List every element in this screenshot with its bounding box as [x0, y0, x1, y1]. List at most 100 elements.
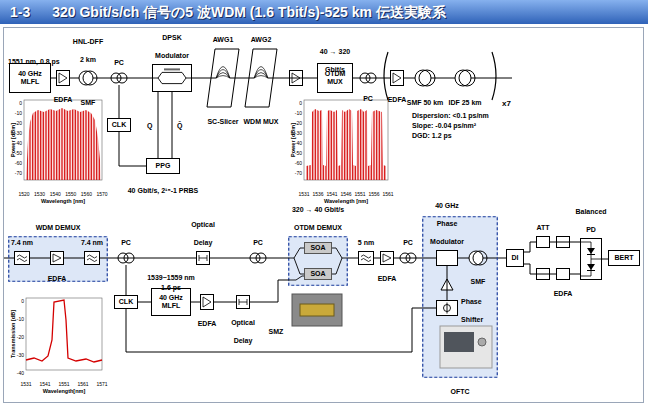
spectrum-plot: [24, 100, 102, 180]
device-photo: [292, 294, 342, 326]
shape-outline: [414, 67, 436, 89]
fiber-link: [138, 302, 151, 303]
component-label: SC-Slicer: [207, 118, 238, 125]
fiber-coil: SMF: [468, 248, 488, 268]
label-holder: -70: [15, 161, 22, 179]
component-label: AWG2: [251, 36, 272, 43]
component-box: 40 GHz MLFL: [151, 288, 191, 316]
label-holder: 1541: [39, 372, 50, 390]
fiber-link: [524, 264, 556, 274]
label-holder: 1531: [20, 372, 31, 390]
filter-chart: [26, 300, 102, 362]
fiber-link: [64, 258, 84, 259]
fiber-link: [100, 258, 118, 259]
awg-block: AWG1SC-Slicer: [206, 48, 240, 108]
optical-filter: 7.4 nm: [14, 251, 30, 265]
component-label: Optical Delay: [231, 319, 255, 344]
optical-filter: 7.4 nm: [84, 251, 100, 265]
component-label: EDFA: [554, 290, 573, 297]
label-holder: SMF: [471, 270, 486, 288]
component-box: ATT: [536, 236, 550, 248]
label-holder: AWG2: [251, 28, 272, 46]
annotation: Wavelength [nm]: [41, 198, 85, 204]
axis-tick: -50: [295, 150, 302, 156]
edfa-symbol: EDFA: [390, 70, 404, 86]
label-holder: PC: [363, 87, 373, 105]
axis-tick: 1530: [34, 191, 45, 197]
fiber-link: [128, 78, 152, 79]
label-holder: Wavelength [nm]: [324, 189, 368, 207]
shape-outline: [468, 248, 488, 268]
fiber-link: [348, 258, 358, 259]
annotation: 1539~1559 nm: [147, 274, 195, 281]
fiber-link: [266, 258, 288, 259]
label-holder: Q: [146, 114, 153, 132]
label-holder: Transmission [dB]: [1, 310, 19, 358]
component-label: EDFA: [54, 96, 73, 103]
component-label: Optical Delay: [191, 221, 215, 246]
component-label: Balanced PD: [575, 208, 606, 233]
axis-tick: 1551: [354, 191, 365, 197]
label-holder: 1551: [354, 182, 365, 200]
filter-chart: [26, 298, 102, 370]
spectrum-plot: [304, 100, 388, 180]
axis-tick: -30: [17, 352, 24, 358]
annotation: Wavelength [nm]: [324, 198, 368, 204]
fiber-link: [374, 258, 380, 259]
axis-tick: 1561: [77, 381, 88, 387]
label-holder: 1.6 ps: [161, 276, 181, 294]
label-holder: 1551 nm, 0.8 ps: [8, 50, 60, 68]
label-holder: -10: [15, 101, 22, 119]
shape-outline: [14, 251, 30, 265]
device-photo: [300, 304, 334, 316]
label-holder: -30: [15, 121, 22, 139]
fiber-coil: IDF 25 km: [454, 67, 476, 89]
spectrum-plot: [26, 108, 101, 180]
shape-outline: [250, 251, 266, 265]
fiber-link: [570, 274, 580, 275]
fiber-link: [524, 242, 536, 252]
axis-tick: 1520: [18, 191, 29, 197]
shape-outline: [358, 251, 374, 265]
label-holder: -70: [295, 161, 302, 179]
axis-tick: 1571: [96, 381, 107, 387]
axis-tick: 0: [19, 100, 22, 106]
label-holder: x7: [502, 92, 511, 110]
component-box: EDFA: [556, 268, 570, 280]
bracket: [384, 52, 388, 100]
fiber-link: [30, 258, 50, 259]
label-holder: WDM DEMUX: [36, 216, 81, 234]
label-holder: Phase Shifter: [461, 290, 491, 326]
polarization-controller: PC: [118, 251, 134, 265]
fiber-link: [353, 78, 360, 79]
annotation: DGD: 1.2 ps: [412, 132, 452, 139]
spectrum-plot: [306, 109, 386, 180]
component-label: 7.4 nm: [81, 239, 103, 246]
optical-delay: Optical Delay: [196, 251, 210, 265]
fiber-line: [476, 78, 512, 79]
axis-tick: -40: [295, 140, 302, 146]
component-label: ATT: [536, 224, 549, 231]
edge-label: Q̄: [176, 122, 183, 129]
label-holder: 1541: [326, 182, 337, 200]
soa-box: SOA: [304, 242, 332, 254]
axis-tick: 1531: [298, 191, 309, 197]
component-label: WDM DEMUX: [36, 224, 81, 231]
axis-tick: -40: [17, 370, 24, 376]
axis-tick: -10: [17, 316, 24, 322]
optical-delay: Optical Delay: [236, 295, 250, 309]
label-holder: 1520: [18, 182, 29, 200]
component-box: 40 GHz Phase Modulator: [436, 250, 458, 266]
bracket: [384, 52, 496, 100]
shape-outline: [196, 251, 210, 265]
component-label: 7.4 nm: [11, 239, 33, 246]
label-holder: 0: [299, 91, 302, 109]
label-holder: DGD: 1.2 ps: [412, 124, 452, 142]
axis-tick: -20: [295, 120, 302, 126]
axis-tick: 1536: [312, 191, 323, 197]
label-holder: -40: [295, 131, 302, 149]
axis-tick: -10: [295, 110, 302, 116]
shape-outline: [50, 251, 64, 265]
shape-outline: [78, 68, 98, 88]
